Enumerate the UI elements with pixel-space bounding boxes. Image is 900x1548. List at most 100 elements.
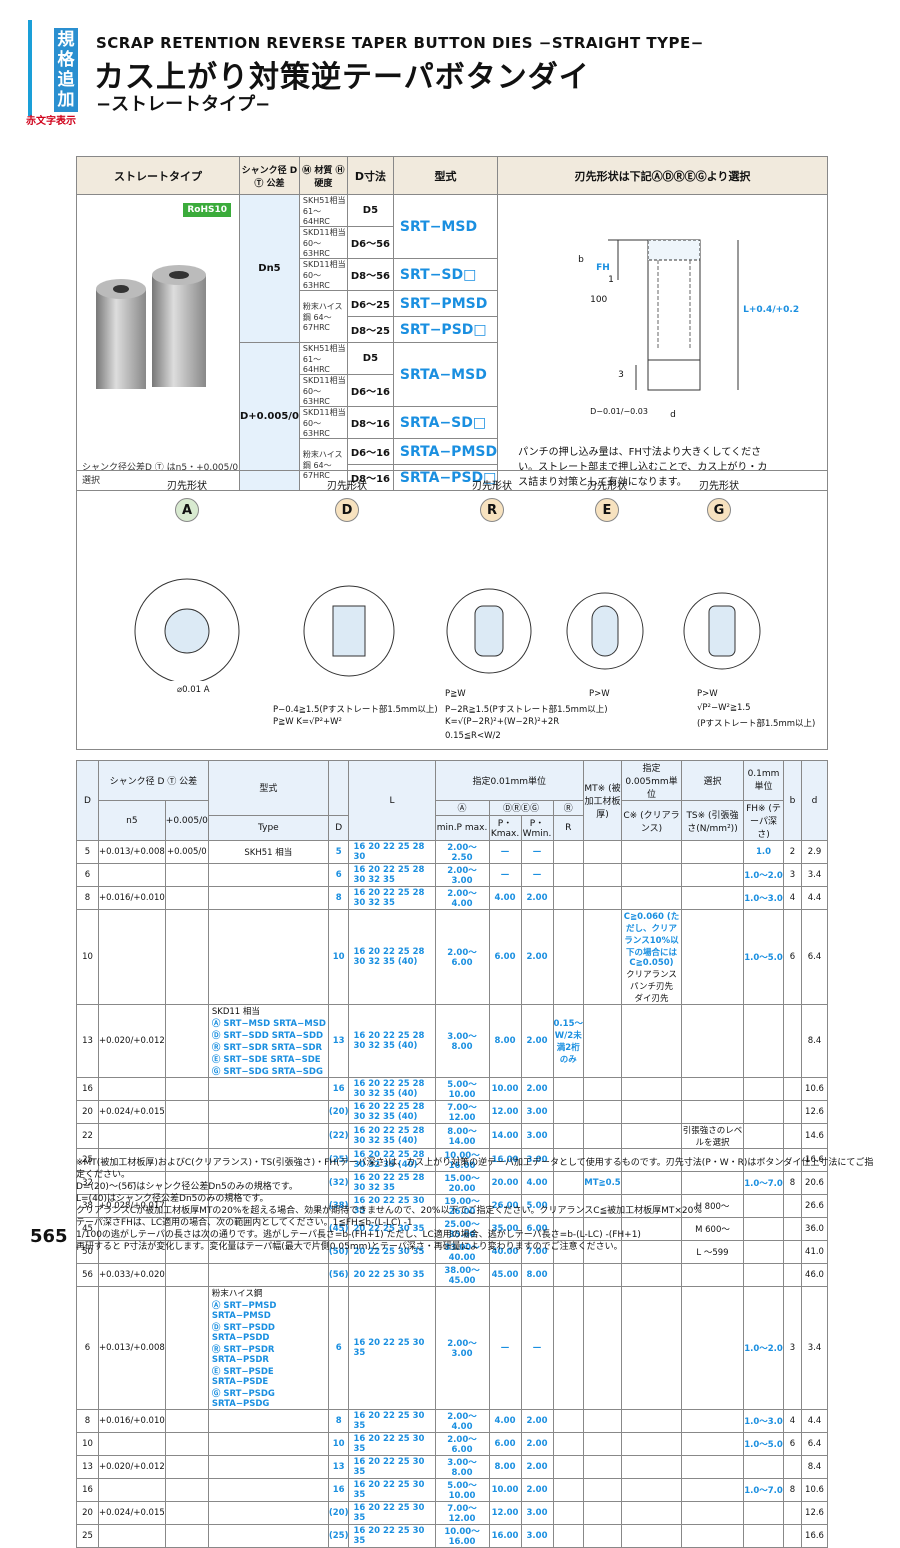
cell-type [207, 863, 329, 887]
cell-minp: 3.00〜 8.00 [434, 1455, 490, 1479]
cell-r [552, 1524, 585, 1548]
shape-e: 刃先形状 E [557, 477, 657, 522]
cell-ts [681, 1501, 744, 1525]
shape-e-note: P>W [589, 689, 610, 699]
rohs-badge: RoHS10 [183, 203, 231, 217]
cell-mt [583, 1100, 622, 1124]
cell-l: 16 20 22 25 30 35 [348, 1286, 436, 1410]
cell-mt [583, 1501, 622, 1525]
cell-dcol: 13 [327, 1004, 350, 1078]
cell-minp: 19.00〜26.00 [434, 1194, 490, 1218]
cell-n5: +0.016/+0.010 [98, 1409, 166, 1433]
cell-mt [583, 1077, 622, 1101]
material: SKD11相当 60〜63HRC [298, 406, 348, 439]
tol-plus: D+0.005/0 [239, 342, 300, 491]
cell-n5 [98, 1123, 166, 1149]
cell-ts [681, 1409, 744, 1433]
cell-fh [743, 1455, 784, 1479]
cell-dcol: 16 [327, 1478, 350, 1502]
cell-pw: 2.00 [520, 1478, 554, 1502]
cell-type [207, 1123, 329, 1149]
cell-d: 10 [76, 909, 99, 1005]
cell-d: 20 [76, 1100, 99, 1124]
cell-dd: 4.4 [801, 1409, 828, 1433]
d-range: D5 [346, 342, 394, 375]
cell-type [207, 1409, 329, 1433]
type-code: SRTA−SD□ [392, 406, 499, 439]
type-code: SRT−PSD□ [392, 316, 499, 343]
cell-c [621, 1432, 682, 1456]
tip-shape-drawings [134, 578, 761, 681]
cell-d: 22 [76, 1123, 99, 1149]
cell-n5 [98, 1077, 166, 1101]
cell-mt [583, 863, 622, 887]
dim-d-tol: D−0.01/−0.03 [590, 407, 648, 416]
cell-d: 16 [76, 1077, 99, 1101]
d-range: D6〜56 [346, 226, 394, 259]
type-code-item: Ⓡ SRT−SDR SRTA−SDR [211, 1043, 323, 1053]
page-number: 565 [30, 1226, 68, 1247]
cell-r: 0.15〜W/2未満2桁のみ [552, 1004, 585, 1078]
cell-pk: 10.00 [488, 1077, 522, 1101]
col-straight-type: ストレートタイプ [76, 156, 240, 195]
cell-type [207, 1501, 329, 1525]
cell-fh: 1.0〜2.0 [743, 863, 784, 887]
type-code-item: Ⓖ SRT−SDG SRTA−SDG [211, 1067, 323, 1077]
type-code-item: Ⓓ SRT−PSDD SRTA−PSDD [211, 1323, 275, 1343]
cell-r [552, 1409, 585, 1433]
shape-letter: A [175, 498, 199, 522]
cell-pk: — [488, 840, 522, 864]
cell-b: 4 [783, 886, 802, 910]
cell-pw: 2.00 [520, 1409, 554, 1433]
type-code-item: Ⓐ SRT−MSD SRTA−MSD [211, 1019, 326, 1029]
cell-c [621, 1409, 682, 1433]
cell-p [164, 1478, 209, 1502]
cell-c [621, 840, 682, 864]
cell-ts [681, 1455, 744, 1479]
d-range: D6〜25 [346, 290, 394, 317]
cell-type [207, 1263, 329, 1287]
cell-fh [743, 1004, 784, 1078]
hdr-p: +0.005/0 [164, 800, 209, 841]
page-title: カス上がり対策逆テーパボタンダイ [94, 60, 590, 95]
type-code-item: Ⓡ SRT−PSDR SRTA−PSDR [211, 1345, 275, 1365]
cell-d: 6 [76, 1286, 99, 1410]
cell-dd: 12.6 [801, 1100, 828, 1124]
cell-dd: 3.4 [801, 863, 828, 887]
cell-mt [583, 1263, 622, 1287]
cell-r [552, 1501, 585, 1525]
cell-n5 [98, 1478, 166, 1502]
cell-dcol: (20) [327, 1501, 350, 1525]
col-material: Ⓜ 材質 Ⓗ 硬度 [298, 156, 348, 195]
dimension-drawing-cell: b FH 1 100 L+0.4/+0.2 3 d D−0.01/−0.03 パ… [497, 194, 828, 491]
cell-b: 6 [783, 909, 802, 1005]
cell-pw: 3.00 [520, 1524, 554, 1548]
d-range: D6〜16 [346, 438, 394, 465]
footnote: テーパ深さFHは、LC適用の場合、次の範囲内としてください。1≦FH≦b-(L-… [76, 1218, 413, 1228]
cell-n5: +0.013/+0.008 [98, 1286, 166, 1410]
cell-dcol: (20) [327, 1100, 350, 1124]
material: SKD11相当 60〜63HRC [298, 226, 348, 259]
hdr-type: 型式 [207, 760, 329, 816]
hdr-rr: R [552, 814, 585, 842]
hdr-l: L [348, 760, 436, 841]
hdr-select: 選択 [681, 760, 744, 801]
cell-dcol: 13 [327, 1455, 350, 1479]
cell-dcol: 8 [327, 886, 350, 910]
dim-d: d [670, 410, 676, 420]
spec-table: D シャンク径 D Ⓣ 公差 型式 L 指定0.01mm単位 MT※ (被加工材… [76, 760, 828, 1548]
cell-d: 8 [76, 886, 99, 910]
tag-char: 追 [57, 70, 75, 90]
shape-r: 刃先形状 R [442, 477, 542, 522]
spec-added-tag: 規 格 追 加 [54, 28, 78, 112]
cell-d: 45 [76, 1217, 99, 1241]
cell-l: 16 20 22 25 30 35 [348, 1524, 436, 1548]
cell-l: 16 20 22 25 30 35 [348, 1501, 436, 1525]
material: SKD11相当 60〜63HRC [298, 374, 348, 407]
